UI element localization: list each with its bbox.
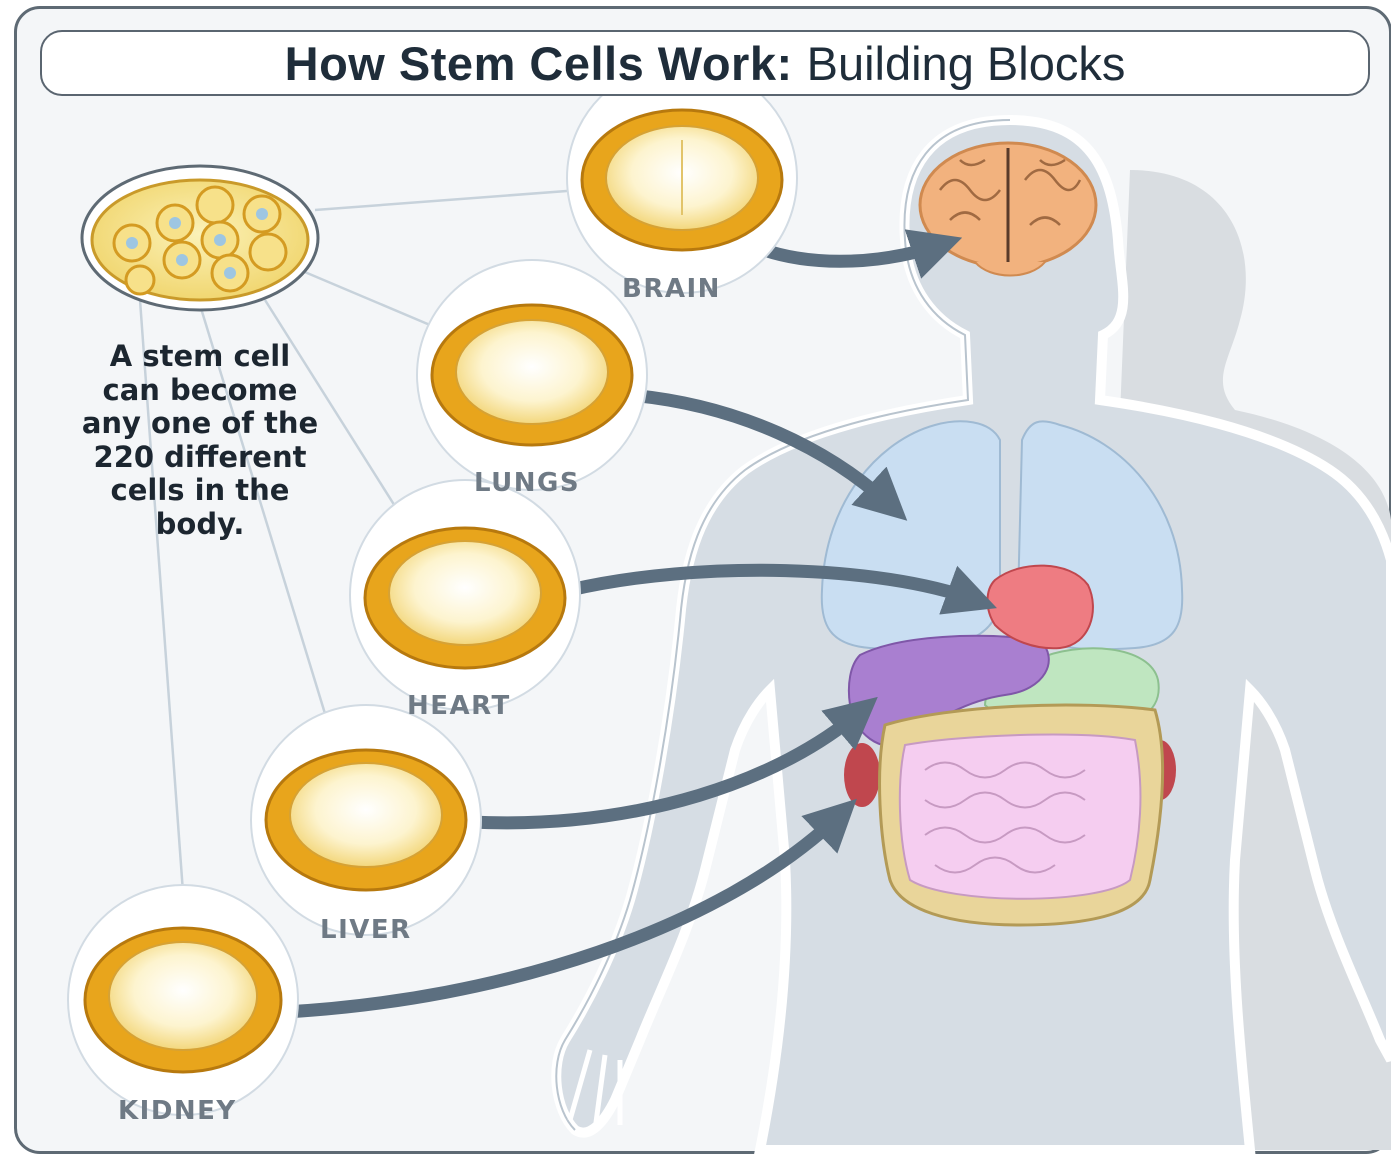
label-lungs: LUNGS <box>474 468 580 498</box>
caption-line: any one of the <box>50 407 350 441</box>
petri-dish <box>82 166 318 310</box>
caption-line: body. <box>50 508 350 542</box>
cell-brain <box>567 63 797 293</box>
label-liver: LIVER <box>320 915 412 945</box>
caption: A stem cell can become any one of the 22… <box>50 340 350 541</box>
caption-line: cells in the <box>50 474 350 508</box>
cell-liver <box>251 705 481 935</box>
title-light: Building Blocks <box>807 36 1126 91</box>
cell-lungs <box>417 260 647 490</box>
caption-line: can become <box>50 374 350 408</box>
label-heart: HEART <box>407 691 511 721</box>
intestines <box>880 705 1163 925</box>
label-brain: BRAIN <box>622 274 721 304</box>
caption-line: A stem cell <box>50 340 350 374</box>
title-box: How Stem Cells Work: Building Blocks <box>40 30 1370 96</box>
title-bold: How Stem Cells Work: <box>285 36 793 91</box>
label-kidney: KIDNEY <box>118 1096 237 1126</box>
cell-heart <box>350 480 580 710</box>
cell-kidney <box>68 885 298 1115</box>
caption-line: 220 different <box>50 441 350 475</box>
